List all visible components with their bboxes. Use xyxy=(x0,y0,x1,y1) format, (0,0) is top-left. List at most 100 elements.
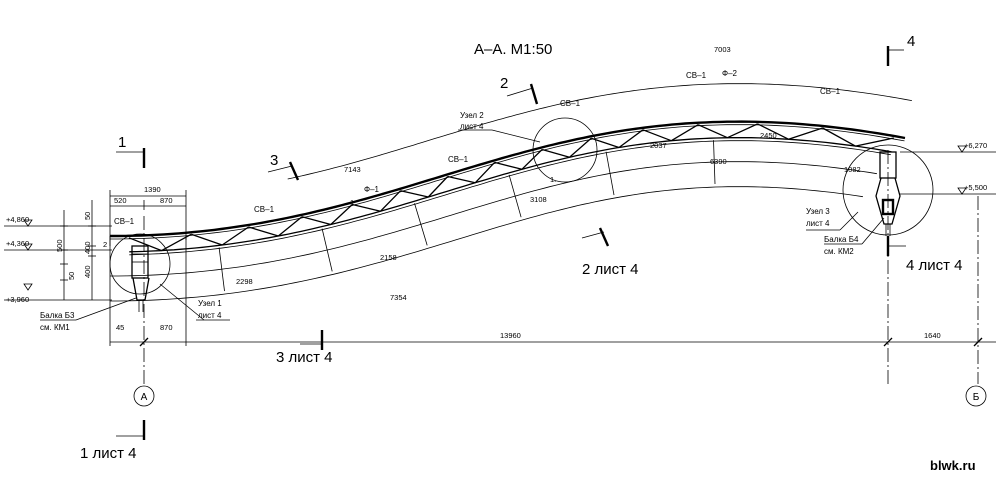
svg-text:500: 500 xyxy=(55,239,64,252)
svg-text:Балка Б3: Балка Б3 xyxy=(40,311,75,320)
svg-text:13960: 13960 xyxy=(500,331,521,340)
section-mark-1: 1 xyxy=(116,134,146,168)
drawing-title: А–А. М1:50 xyxy=(474,41,552,58)
node-circle-2 xyxy=(532,117,598,183)
truss-diagonal xyxy=(494,161,523,170)
axis-label-b: Б xyxy=(973,392,980,403)
svg-text:Узел 1: Узел 1 xyxy=(198,299,222,308)
member-label: СВ–1 xyxy=(820,87,841,96)
arc-dim: 2037 xyxy=(650,141,667,150)
truss-diagonal xyxy=(128,237,162,252)
member-label: СВ–1 xyxy=(254,205,275,214)
axis-bubble-b: Б xyxy=(965,385,987,407)
truss-diagonal xyxy=(670,124,699,142)
truss-diagonal xyxy=(855,137,894,147)
section-ref-1: 1 лист 4 xyxy=(80,420,146,462)
arc-dimension-lines xyxy=(110,83,912,302)
member-label: СВ–1 xyxy=(114,217,135,226)
truss-diagonal xyxy=(400,190,429,198)
arc-dim: 2450 xyxy=(760,131,777,140)
svg-text:4 лист 4: 4 лист 4 xyxy=(906,257,963,274)
svg-text:50: 50 xyxy=(67,272,76,280)
svg-text:2: 2 xyxy=(500,75,508,92)
arc-dimension-tick xyxy=(414,203,428,246)
svg-text:400: 400 xyxy=(83,265,92,278)
truss-diagonal xyxy=(590,137,620,149)
truss-diagonal xyxy=(330,204,353,225)
svg-text:870: 870 xyxy=(160,196,173,205)
truss-diagonal xyxy=(221,226,249,246)
watermark: blwk.ru xyxy=(930,458,976,473)
truss-diagonal xyxy=(757,123,789,140)
member-label: СВ–1 xyxy=(560,99,581,108)
bottom-dimension-line: 45 870 13960 1640 xyxy=(109,236,996,347)
svg-text:Балка Б4: Балка Б4 xyxy=(824,235,859,244)
arc-dimension-tick xyxy=(508,174,522,218)
truss-diagonal xyxy=(569,137,592,158)
svg-text:+4,360: +4,360 xyxy=(6,239,29,248)
svg-text:50: 50 xyxy=(83,212,92,220)
left-support-column xyxy=(131,245,150,312)
section-ref-3: 3 лист 4 xyxy=(276,330,333,366)
arc-dimension-labels: 7003 7143 2037 2450 1082 2158 3108 6390 … xyxy=(236,45,861,302)
svg-text:3: 3 xyxy=(270,152,278,169)
arc-dim: 2298 xyxy=(236,277,253,286)
svg-text:лист 4: лист 4 xyxy=(806,219,830,228)
section-ref-4: 4 лист 4 xyxy=(886,236,963,274)
truss-top-chord xyxy=(110,120,906,238)
truss-diagonal xyxy=(447,175,476,184)
section-mark-4: 4 xyxy=(886,33,915,66)
svg-text:870: 870 xyxy=(160,323,173,332)
member-label: СВ–1 xyxy=(686,71,707,80)
elevation-marks: +4,860 +4,360 +3,960 +6,270 +5,500 xyxy=(4,141,996,304)
arc-dimension-tick xyxy=(605,151,615,196)
small-mark: 1. xyxy=(350,198,356,207)
svg-text:лист 4: лист 4 xyxy=(460,122,484,131)
arc-dim: 1082 xyxy=(844,165,861,174)
truss-diagonal xyxy=(541,148,570,158)
svg-text:Узел 2: Узел 2 xyxy=(460,111,484,120)
truss-bottom-chord xyxy=(129,136,892,253)
truss-diagonal xyxy=(474,161,496,184)
truss-diagonal xyxy=(380,190,402,212)
truss-diagonal xyxy=(248,226,279,237)
svg-text:+6,270: +6,270 xyxy=(964,141,987,150)
svg-text:400: 400 xyxy=(83,241,92,254)
truss-diagonal xyxy=(697,124,728,139)
truss-top-chord-inner xyxy=(110,124,905,240)
arc-dim: 7354 xyxy=(390,293,407,302)
svg-text:4: 4 xyxy=(907,33,915,50)
svg-text:Узел 3: Узел 3 xyxy=(806,207,830,216)
top-left-dimensions: 1390 520 870 xyxy=(109,185,187,246)
section-mark-2: 2 xyxy=(500,75,539,105)
node-callout-3: Узел 3 лист 4 xyxy=(806,207,859,231)
truss-structure xyxy=(110,120,906,256)
truss-diagonal xyxy=(618,129,644,149)
truss-diagonal xyxy=(521,149,543,170)
right-support-column xyxy=(875,151,901,236)
truss-diagonal xyxy=(277,216,303,237)
svg-text:+4,860: +4,860 xyxy=(6,215,29,224)
arc-dim: 7003 xyxy=(714,45,731,54)
svg-text:1 лист 4: 1 лист 4 xyxy=(80,445,137,462)
svg-text:45: 45 xyxy=(116,323,124,332)
beam-callout-b3: Балка Б3 см. КМ1 xyxy=(40,297,137,332)
arc-dim: 2158 xyxy=(380,253,397,262)
svg-text:лист 4: лист 4 xyxy=(198,311,222,320)
node-circle-3 xyxy=(842,144,934,236)
svg-text:1390: 1390 xyxy=(144,185,161,194)
svg-text:520: 520 xyxy=(114,196,127,205)
arc-dim: 3108 xyxy=(530,195,547,204)
node-callout-2: Узел 2 лист 4 xyxy=(458,111,541,143)
truss-bottom-chord-inner xyxy=(129,140,891,256)
svg-text:+5,500: +5,500 xyxy=(964,183,987,192)
arc-dim: 7143 xyxy=(344,165,361,174)
truss-diagonal xyxy=(352,203,381,212)
svg-text:3 лист 4: 3 лист 4 xyxy=(276,349,333,366)
arc-dim: 6390 xyxy=(710,157,727,166)
svg-text:2 лист 4: 2 лист 4 xyxy=(582,261,639,278)
arc-dimension-line xyxy=(287,83,912,180)
arc-dimension-tick xyxy=(321,228,333,272)
section-mark-3: 3 xyxy=(267,152,300,181)
